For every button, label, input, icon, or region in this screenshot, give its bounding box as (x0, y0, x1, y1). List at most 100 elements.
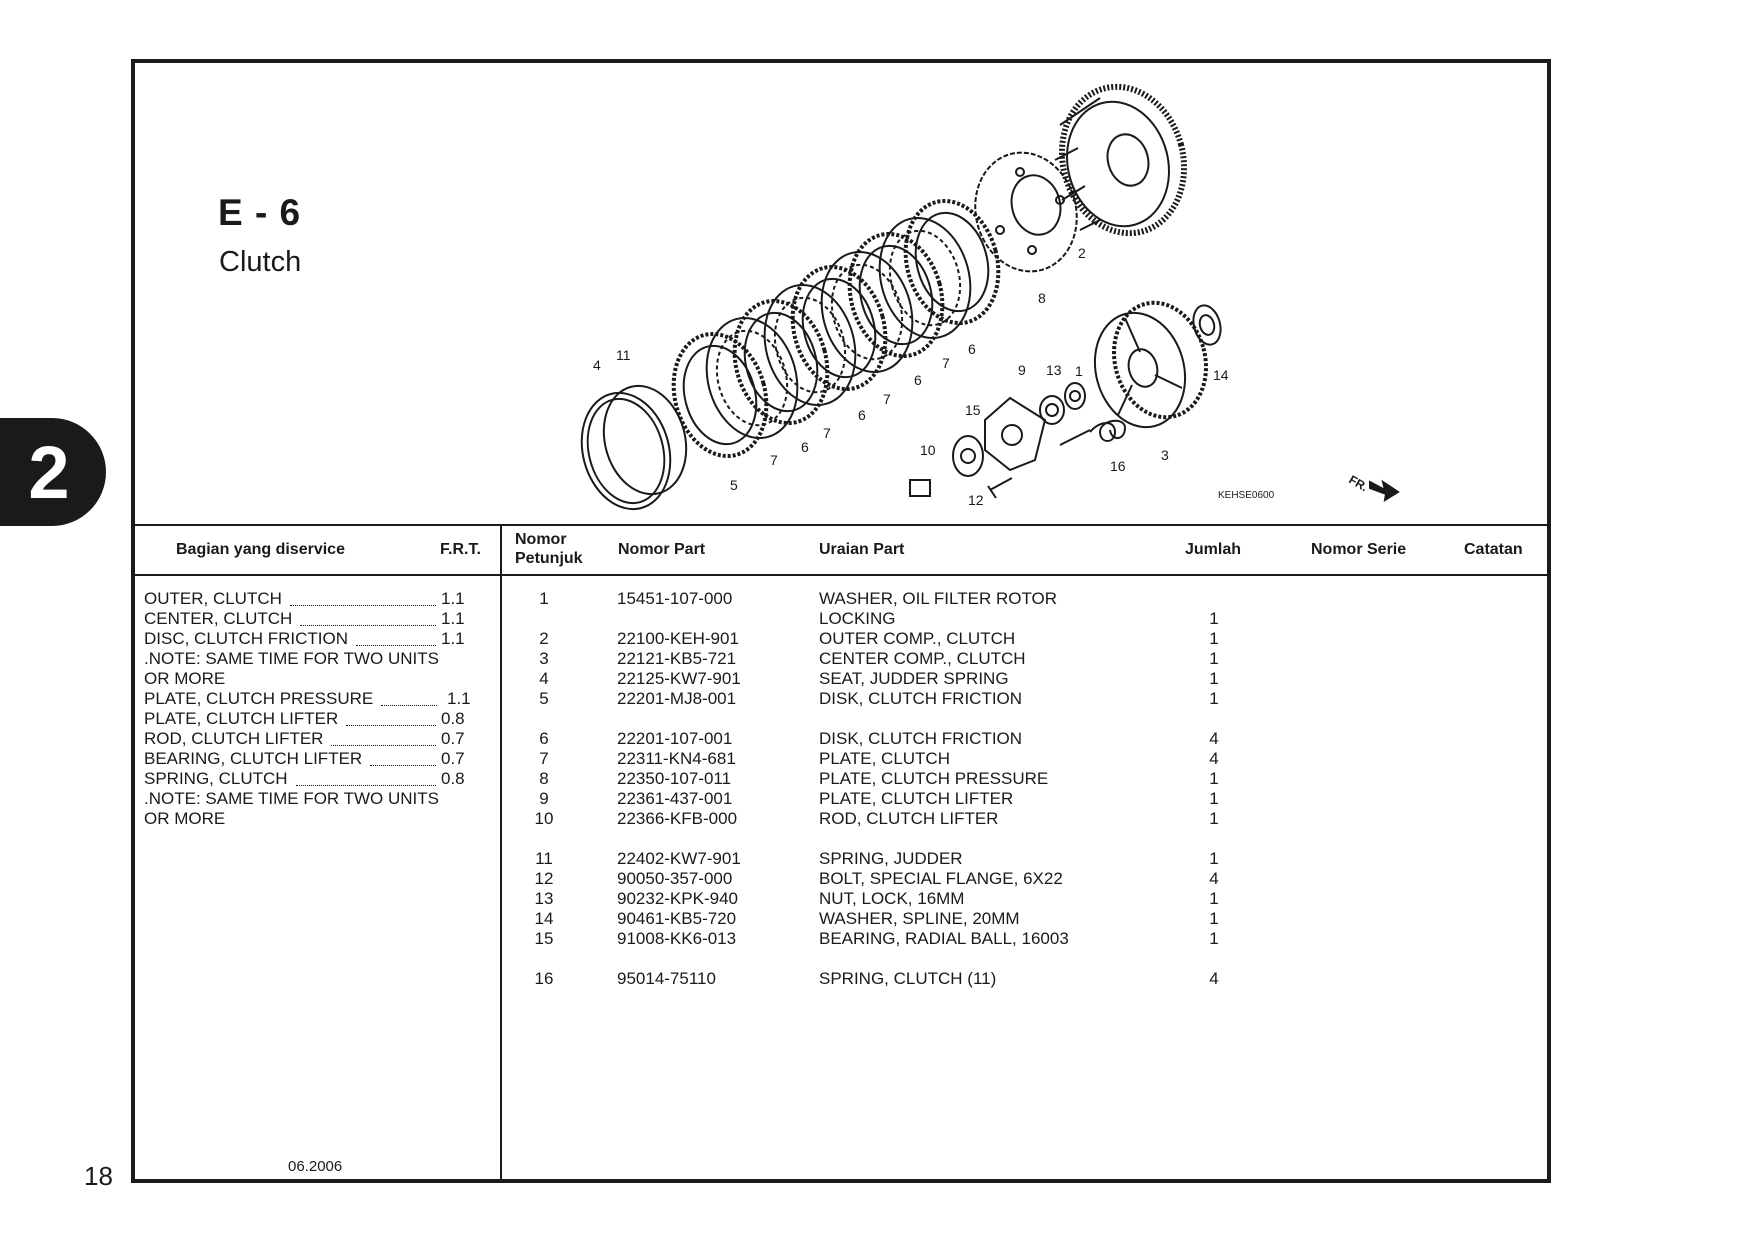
pressure-plate-part (974, 151, 1078, 273)
part-description: PLATE, CLUTCH PRESSURE (819, 769, 1049, 788)
part-quantity: 4 (1209, 749, 1219, 768)
page-frame (131, 59, 1551, 1183)
part-quantity: 1 (1209, 929, 1219, 948)
front-direction-arrow (1369, 479, 1400, 503)
part-number: 22350-107-011 (617, 769, 732, 788)
part-number: 90461-KB5-720 (617, 909, 737, 928)
callout-16: 16 (1110, 458, 1126, 474)
clutch-exploded-diagram: 2 8 1 14 3 9 13 15 16 10 12 4 11 5 7 6 7… (580, 83, 1400, 511)
page-number: 18 (84, 1161, 113, 1191)
part-number: 91008-KK6-013 (617, 929, 737, 948)
diagram-callouts: 2 8 1 14 3 9 13 15 16 10 12 4 11 5 7 6 7… (593, 245, 1370, 508)
callout-7a: 7 (770, 452, 778, 468)
service-item-frt: 1.1 (441, 629, 465, 648)
service-item-name: BEARING, CLUTCH LIFTER (144, 749, 363, 768)
part-ref-number: 5 (539, 689, 549, 708)
service-item-name: DISC, CLUTCH FRICTION (144, 629, 348, 648)
section-code: E - 6 (218, 192, 302, 233)
part-description: NUT, LOCK, 16MM (819, 889, 965, 908)
part-quantity: 1 (1209, 789, 1219, 808)
callout-8: 8 (1038, 290, 1046, 306)
part-ref-number: 13 (534, 889, 554, 908)
part-number: 95014-75110 (617, 969, 716, 988)
part-quantity: 4 (1209, 729, 1219, 748)
part-ref-number: 15 (534, 929, 554, 948)
part-description: PLATE, CLUTCH LIFTER (819, 789, 1014, 808)
part-quantity: 1 (1209, 609, 1219, 628)
callout-4: 4 (593, 357, 601, 373)
service-item-name: OR MORE (144, 669, 226, 688)
section-title: Clutch (219, 246, 302, 278)
callout-10: 10 (920, 442, 936, 458)
header-description: Uraian Part (819, 541, 905, 558)
lifter-plate-part (984, 396, 1047, 472)
part-ref-number: 11 (535, 849, 553, 868)
leader-dots (290, 604, 436, 606)
header-part-no: Nomor Part (618, 541, 706, 558)
part-quantity: 4 (1209, 869, 1219, 888)
part-ref-number: 7 (539, 749, 549, 768)
part-number: 22311-KN4-681 (617, 749, 736, 768)
part-number: 15451-107-000 (617, 589, 733, 608)
callout-2: 2 (1078, 245, 1086, 261)
part-description: OUTER COMP., CLUTCH (819, 629, 1016, 648)
service-item-name: PLATE, CLUTCH PRESSURE (144, 689, 374, 708)
part-ref-number: 8 (539, 769, 549, 788)
leader-dots (331, 744, 436, 746)
part-number: 22366-KFB-000 (617, 809, 738, 828)
header-serial: Nomor Serie (1311, 541, 1407, 558)
revision-date: 06.2006 (288, 1158, 343, 1175)
oil-filter-washer-part (1064, 382, 1086, 410)
part-description: WASHER, SPLINE, 20MM (819, 909, 1020, 928)
diagram-divider (131, 524, 1551, 526)
part-description: WASHER, OIL FILTER ROTOR (819, 589, 1058, 608)
chapter-number: 2 (28, 430, 70, 514)
part-ref-number: 1 (539, 589, 549, 608)
part-number: 22201-107-001 (617, 729, 733, 748)
part-description: ROD, CLUTCH LIFTER (819, 809, 999, 828)
part-number: 22201-MJ8-001 (617, 689, 737, 708)
header-service-part: Bagian yang diservice (176, 541, 345, 558)
chapter-tab: 2 (0, 418, 106, 526)
part-number: 90050-357-000 (617, 869, 733, 888)
part-ref-number: 12 (534, 869, 554, 888)
part-description: SEAT, JUDDER SPRING (819, 669, 1009, 688)
part-number: 22125-KW7-901 (617, 669, 741, 688)
service-item-name: SPRING, CLUTCH (144, 769, 288, 788)
part-description: SPRING, JUDDER (819, 849, 963, 868)
leader-dots (381, 704, 437, 706)
part-ref-number: 14 (534, 909, 554, 928)
service-item-frt: 1.1 (441, 589, 465, 608)
header-qty: Jumlah (1185, 541, 1242, 558)
service-item-name: .NOTE: SAME TIME FOR TWO UNITS (144, 789, 439, 808)
service-item-name: OR MORE (144, 809, 226, 828)
lifter-rod-part (909, 479, 931, 497)
service-item-frt: 0.8 (441, 769, 465, 788)
judder-spring-part (602, 384, 688, 496)
part-quantity: 1 (1209, 769, 1219, 788)
callout-1: 1 (1075, 363, 1083, 379)
part-number: 22361-437-001 (617, 789, 733, 808)
part-quantity: 1 (1209, 669, 1219, 688)
leader-dots (370, 764, 436, 766)
part-ref-number: 9 (539, 789, 549, 808)
part-quantity: 1 (1209, 909, 1219, 928)
service-item-name: ROD, CLUTCH LIFTER (144, 729, 324, 748)
part-description: BOLT, SPECIAL FLANGE, 6X22 (819, 869, 1063, 888)
part-quantity: 1 (1209, 809, 1219, 828)
part-number: 22121-KB5-721 (617, 649, 737, 668)
part-ref-number: 6 (539, 729, 549, 748)
service-item-name: PLATE, CLUTCH LIFTER (144, 709, 339, 728)
header-ref-no-line2: Petunjuk (515, 550, 583, 567)
part-description: CENTER COMP., CLUTCH (819, 649, 1026, 668)
service-item-name: CENTER, CLUTCH (144, 609, 293, 628)
callout-6c: 6 (914, 372, 922, 388)
part-ref-number: 2 (539, 629, 549, 648)
service-item-frt: 0.7 (441, 749, 465, 768)
callout-11: 11 (616, 347, 631, 363)
part-number: 22402-KW7-901 (617, 849, 741, 868)
part-quantity: 1 (1209, 649, 1219, 668)
part-number: 22100-KEH-901 (617, 629, 739, 648)
header-divider (131, 574, 1551, 576)
service-item-frt: 1.1 (441, 609, 465, 628)
